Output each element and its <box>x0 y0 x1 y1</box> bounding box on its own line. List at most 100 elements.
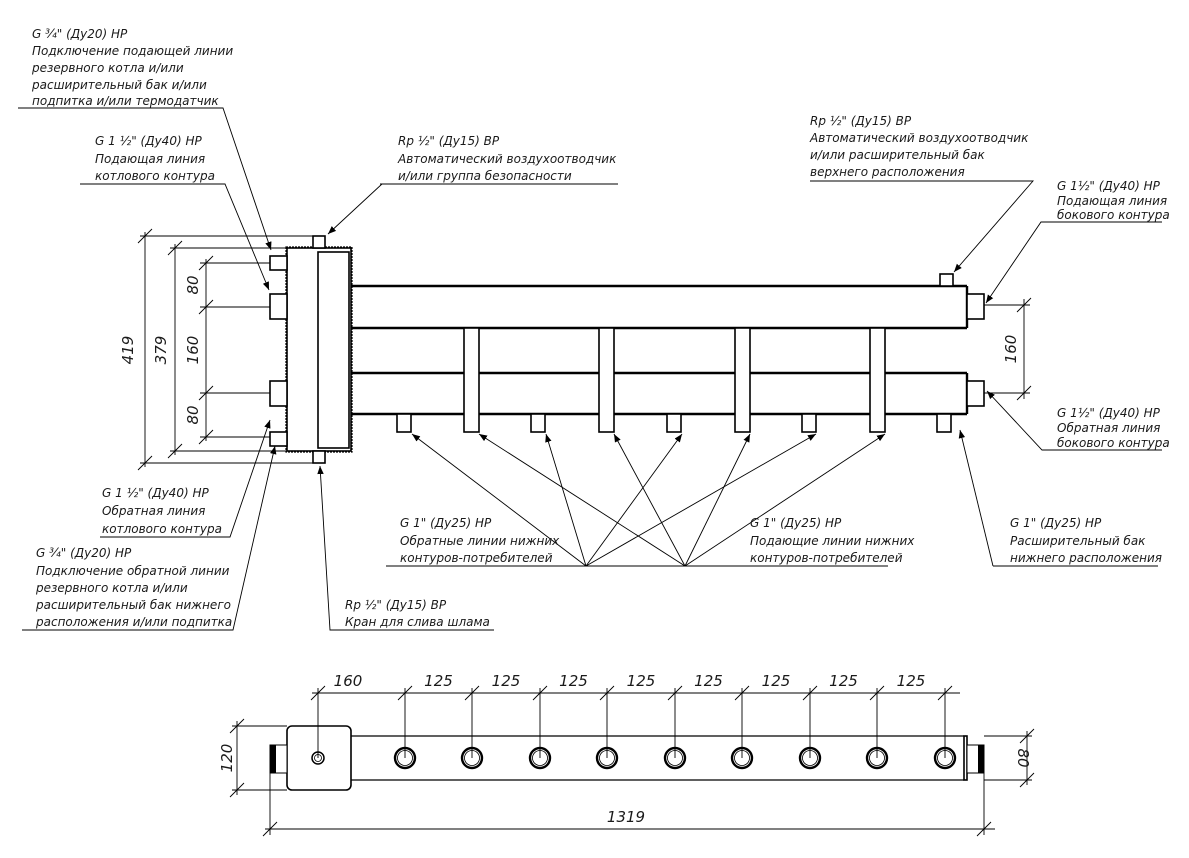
annotation-top-left-aux: G ¾" (Ду20) НР Подключение подающей лини… <box>31 27 233 108</box>
dim-overall-length: 1319 <box>607 808 645 826</box>
annotation-side-supply: G 1½" (Ду40) НР Подающая линия бокового … <box>1057 179 1170 222</box>
svg-text:G ¾" (Ду20) НР: G ¾" (Ду20) НР <box>36 546 132 560</box>
annotation-boiler-return: G 1 ½" (Ду40) НР Обратная линия котловог… <box>102 486 222 536</box>
return-outlet <box>530 413 546 433</box>
return-outlet <box>936 413 952 433</box>
dim-tick <box>937 685 953 701</box>
svg-text:G 1½" (Ду40) НР: G 1½" (Ду40) НР <box>1057 406 1161 420</box>
side-supply-nipple <box>966 293 985 320</box>
leader-return <box>545 433 587 567</box>
annotation-expansion-bottom: G 1" (Ду25) НР Расширительный бак нижнег… <box>1010 516 1162 565</box>
supply-outlet <box>463 327 480 433</box>
svg-text:G 1½" (Ду40) НР: G 1½" (Ду40) НР <box>1057 179 1161 193</box>
supply-outlet <box>869 327 886 433</box>
side-view <box>269 235 985 464</box>
svg-text:нижнего расположения: нижнего расположения <box>1010 551 1162 565</box>
leader-return <box>585 433 683 567</box>
leader-supply <box>684 433 886 567</box>
annotation-consumer-supply: G 1" (Ду25) НР Подающие линии нижних кон… <box>750 516 915 565</box>
annotation-boiler-supply: G 1 ½" (Ду40) НР Подающая линия котловог… <box>95 134 215 183</box>
return-outlet <box>801 413 817 433</box>
top-air-vent-nipple <box>312 235 326 249</box>
left-aux-top-nipple <box>269 255 288 271</box>
leader-supply <box>613 433 686 567</box>
annotation-air-vent-right: Rp ½" (Ду15) ВР Автоматический воздухоот… <box>809 114 1029 179</box>
leader-supply <box>478 433 686 567</box>
separator-inner-chamber <box>317 251 350 449</box>
svg-text:Обратная линия: Обратная линия <box>1057 421 1160 435</box>
annotation-bottom-left-aux: G ¾" (Ду20) НР Подключение обратной лини… <box>35 546 232 629</box>
dim-tick <box>667 685 683 701</box>
drain-nipple <box>312 450 326 464</box>
svg-text:G 1" (Ду25) НР: G 1" (Ду25) НР <box>1010 516 1102 530</box>
svg-text:Автоматический воздухоотводчик: Автоматический воздухоотводчик <box>809 131 1029 145</box>
dim-pitch: 125 <box>694 672 723 690</box>
leader-return <box>585 433 817 567</box>
side-return-nipple <box>966 380 985 407</box>
svg-text:G 1 ½" (Ду40) НР: G 1 ½" (Ду40) НР <box>102 486 209 500</box>
svg-text:Подключение обратной линии: Подключение обратной линии <box>36 564 230 578</box>
svg-text:контуров-потребителей: контуров-потребителей <box>400 551 553 565</box>
boiler-supply-nipple <box>269 293 288 320</box>
svg-text:верхнего расположения: верхнего расположения <box>810 165 965 179</box>
dim-tick <box>464 685 480 701</box>
dim-body-width: 120 <box>218 744 236 773</box>
svg-text:Rp ½" (Ду15) ВР: Rp ½" (Ду15) ВР <box>398 134 500 148</box>
dim-tick <box>599 685 615 701</box>
svg-text:расширительный бак нижнего: расширительный бак нижнего <box>35 598 231 612</box>
svg-text:Подающая линия: Подающая линия <box>95 152 205 166</box>
svg-text:котлового контура: котлового контура <box>102 522 222 536</box>
dim-pitch: 125 <box>424 672 453 690</box>
svg-text:резервного котла и/или: резервного котла и/или <box>35 581 188 595</box>
dim-pitch: 125 <box>897 672 926 690</box>
dim-pitch: 125 <box>627 672 656 690</box>
annotation-air-vent-top: Rp ½" (Ду15) ВР Автоматический воздухоот… <box>397 134 617 183</box>
annotation-drain: Rp ½" (Ду15) ВР Кран для слива шлама <box>345 598 490 629</box>
dim-first-offset: 160 <box>334 672 363 690</box>
svg-text:и/или группа безопасности: и/или группа безопасности <box>398 169 572 183</box>
svg-text:бокового контура: бокового контура <box>1057 208 1170 222</box>
svg-text:контуров-потребителей: контуров-потребителей <box>750 551 903 565</box>
dim-overall-height: 419 <box>119 336 137 365</box>
dim-tick <box>802 685 818 701</box>
dim-body-height: 379 <box>152 336 170 365</box>
svg-text:G 1" (Ду25) НР: G 1" (Ду25) НР <box>750 516 842 530</box>
dim-manifold-width: 80 <box>1014 748 1032 767</box>
svg-text:бокового контура: бокового контура <box>1057 436 1170 450</box>
dim-upper-spacing: 80 <box>184 275 202 294</box>
return-outlet <box>666 413 682 433</box>
svg-text:Rp ½" (Ду15) ВР: Rp ½" (Ду15) ВР <box>810 114 912 128</box>
dim-tick <box>869 685 885 701</box>
svg-text:Обратные линии нижних: Обратные линии нижних <box>400 534 560 548</box>
dim-tick <box>734 685 750 701</box>
annotation-side-return: G 1½" (Ду40) НР Обратная линия бокового … <box>1057 406 1170 450</box>
dim-tick <box>310 685 326 701</box>
svg-text:подпитка и/или термодатчик: подпитка и/или термодатчик <box>32 94 219 108</box>
dim-lower-spacing: 80 <box>184 405 202 424</box>
svg-text:G 1 ½" (Ду40) НР: G 1 ½" (Ду40) НР <box>95 134 202 148</box>
svg-text:котлового контура: котлового контура <box>95 169 215 183</box>
svg-text:Автоматический воздухоотводчик: Автоматический воздухоотводчик <box>397 152 617 166</box>
dim-tick <box>532 685 548 701</box>
return-outlet <box>396 413 412 433</box>
svg-text:расположения и/или подпитка: расположения и/или подпитка <box>35 615 232 629</box>
leader-lines <box>18 107 1162 631</box>
svg-text:Подключение подающей линии: Подключение подающей линии <box>32 44 233 58</box>
svg-text:Подающая линия: Подающая линия <box>1057 194 1167 208</box>
right-air-vent-nipple <box>939 273 954 287</box>
dim-pitch: 125 <box>559 672 588 690</box>
svg-text:Rp ½" (Ду15) ВР: Rp ½" (Ду15) ВР <box>345 598 447 612</box>
leader-return <box>411 433 587 567</box>
svg-text:и/или расширительный бак: и/или расширительный бак <box>810 148 985 162</box>
label-spec: G ¾" (Ду20) НР <box>32 27 128 41</box>
svg-text:G 1" (Ду25) НР: G 1" (Ду25) НР <box>400 516 492 530</box>
supply-outlet <box>734 327 751 433</box>
left-aux-bottom-nipple <box>269 431 288 447</box>
dim-pitch: 125 <box>762 672 791 690</box>
svg-text:Подающие линии нижних: Подающие линии нижних <box>750 534 915 548</box>
svg-text:резервного котла и/или: резервного котла и/или <box>31 61 184 75</box>
supply-outlet <box>598 327 615 433</box>
dim-pitch: 125 <box>492 672 521 690</box>
